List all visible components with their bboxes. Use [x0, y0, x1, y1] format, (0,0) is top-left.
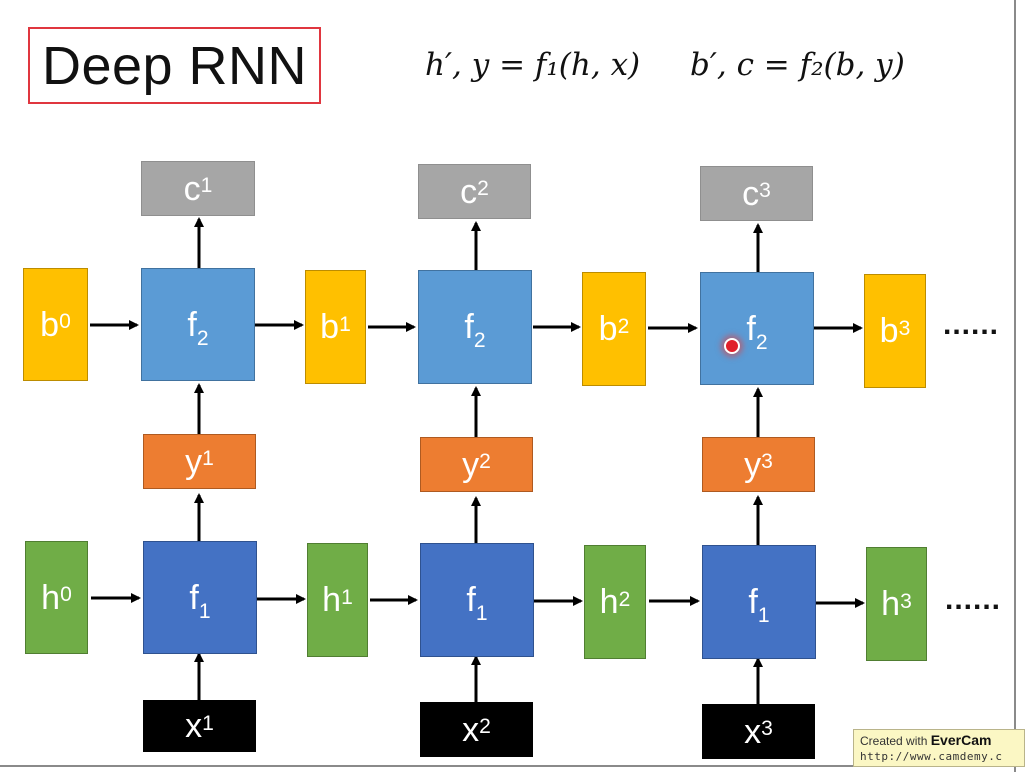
f1-cell-3: f1 [702, 545, 816, 659]
h-state-3: h3 [866, 547, 927, 661]
bottom-row-ellipsis: ...... [945, 583, 1002, 616]
top-row-ellipsis: ...... [943, 308, 1000, 341]
formula-f2: b′, c = f₂(b, y) [690, 47, 905, 83]
b-state-1: b1 [305, 270, 366, 384]
f1-cell-1: f1 [143, 541, 257, 654]
output-c1: c1 [141, 161, 255, 216]
output-c2: c2 [418, 164, 531, 219]
y2-node: y2 [420, 437, 533, 492]
slide-title-text: Deep RNN [41, 35, 308, 96]
input-x3: x3 [702, 704, 815, 759]
h-state-0: h0 [25, 541, 88, 654]
h-state-2: h2 [584, 545, 646, 659]
y3-node: y3 [702, 437, 815, 492]
input-x1: x1 [143, 700, 256, 752]
output-c3: c3 [700, 166, 813, 221]
f2-cell-2: f2 [418, 270, 532, 384]
f1-cell-2: f1 [420, 543, 534, 657]
pointer-highlight-icon [724, 338, 740, 354]
formula-f1: h′, y = f₁(h, x) [425, 47, 641, 83]
b-state-0: b0 [23, 268, 88, 381]
slide-bottom-edge [0, 765, 1016, 767]
watermark-url: http://www.camdemy.c [860, 750, 1003, 763]
b-state-3: b3 [864, 274, 926, 388]
slide-title: Deep RNN [28, 27, 321, 104]
input-x2: x2 [420, 702, 533, 757]
watermark-brand: EverCam [930, 732, 992, 748]
y1-node: y1 [143, 434, 256, 489]
evercam-watermark: Created with EverCam http://www.camdemy.… [853, 729, 1025, 767]
f2-cell-3: f2 [700, 272, 814, 385]
f2-cell-1: f2 [141, 268, 255, 381]
slide-right-edge [1014, 0, 1016, 772]
b-state-2: b2 [582, 272, 646, 386]
watermark-prefix: Created with [860, 734, 928, 748]
h-state-1: h1 [307, 543, 368, 657]
